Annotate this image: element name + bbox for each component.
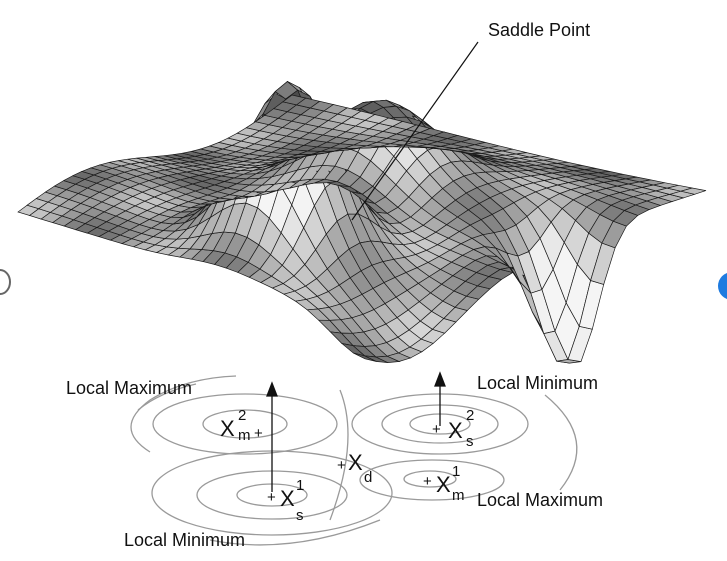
point-xs1: + X 1 s [267, 477, 304, 524]
point-xd: + X d [337, 450, 372, 486]
contour-xm1-outer [359, 459, 505, 501]
xm2-marker: + [254, 425, 263, 442]
saddle-leader-line [351, 41, 479, 221]
point-xm1: + X 1 m [423, 463, 465, 504]
contour-xm2-outer [152, 393, 338, 455]
xm1-marker: + [423, 473, 432, 490]
xs2-base: X [448, 418, 463, 443]
point-xs2: + X 2 s [432, 407, 474, 450]
xs1-sup: 1 [296, 477, 304, 494]
annotations: Saddle Point Local Maximum Local Minimum… [66, 20, 603, 550]
xs2-marker: + [432, 421, 441, 438]
xm1-sup: 1 [452, 463, 460, 480]
left-edge-arc [0, 269, 11, 295]
contour-bottom-arc [209, 519, 381, 546]
xs2-sup: 2 [466, 407, 474, 424]
xs2-sub: s [466, 433, 474, 450]
xs1-sub: s [296, 507, 304, 524]
xm1-base: X [436, 472, 451, 497]
contour-xm1-inner [403, 470, 457, 488]
xd-base: X [348, 450, 363, 475]
point-xm2: X 2 m + [220, 407, 263, 444]
surface-mesh [17, 81, 707, 364]
mesh-facet [680, 187, 707, 195]
contour-center-arc [329, 389, 349, 521]
extrema-arrows [266, 371, 446, 492]
xd-sub: d [364, 469, 372, 486]
xm1-sub: m [452, 487, 465, 504]
xd-marker: + [337, 457, 346, 474]
contour-right-arc [544, 394, 578, 491]
arrowhead-right [434, 371, 446, 387]
local-maximum-label-right: Local Maximum [477, 490, 603, 510]
arrowhead-left [266, 381, 278, 397]
local-maximum-label-left: Local Maximum [66, 378, 192, 398]
xs1-marker: + [267, 489, 276, 506]
xs1-base: X [280, 486, 295, 511]
local-minimum-label-right: Local Minimum [477, 373, 598, 393]
xm2-base: X [220, 416, 235, 441]
local-minimum-label-bottom: Local Minimum [124, 530, 245, 550]
contour-left-outer-arc [137, 383, 197, 411]
side-dot [718, 272, 727, 300]
contour-left-arc [130, 375, 237, 453]
xm2-sub: m [238, 427, 251, 444]
xm2-sup: 2 [238, 407, 246, 424]
contour-xm2-inner [202, 409, 288, 439]
saddle-point-label: Saddle Point [488, 20, 590, 40]
